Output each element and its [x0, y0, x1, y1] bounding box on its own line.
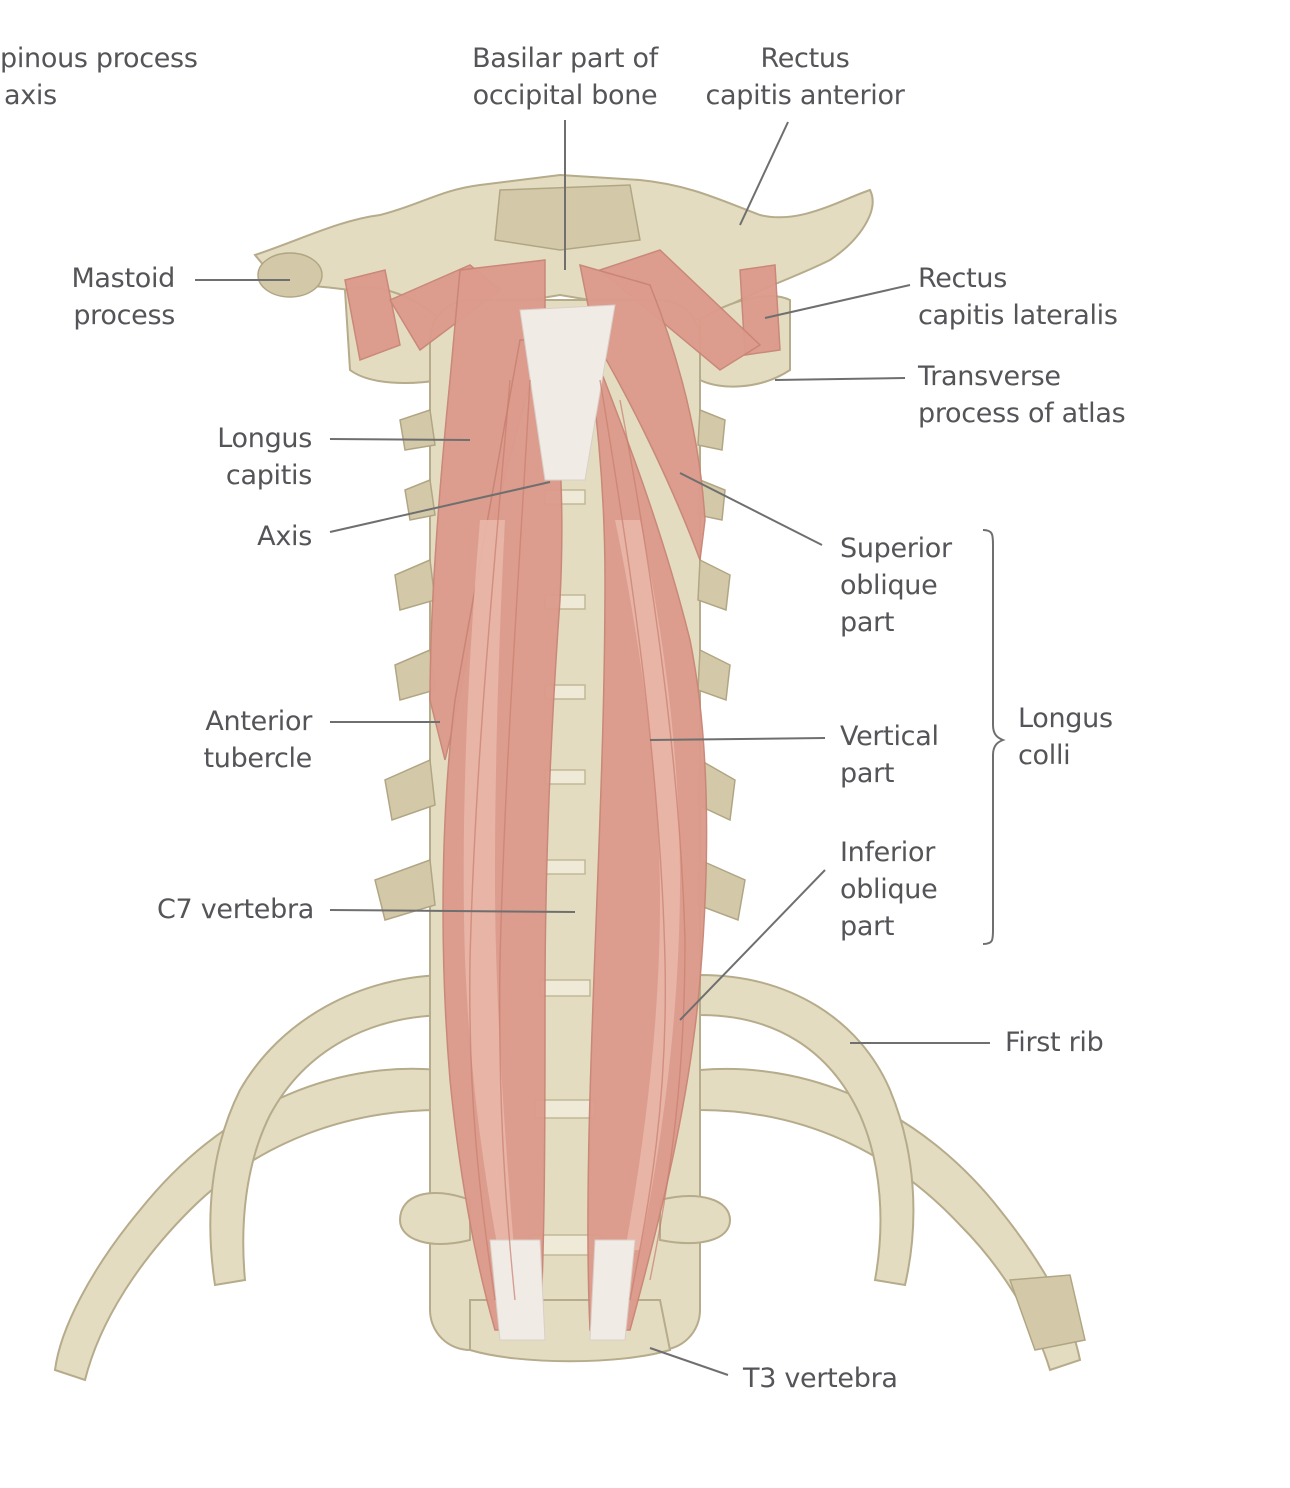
leader-superior-oblique	[679, 472, 823, 546]
tp-l5	[384, 758, 436, 821]
longus-capitis-right	[579, 263, 706, 561]
label-line: process	[73, 300, 175, 331]
label-line: Anterior	[205, 706, 312, 737]
label-longus-colli: Longus colli	[1018, 700, 1113, 774]
longus-colli-right	[584, 329, 708, 1331]
tp-r4	[697, 648, 731, 702]
label-line: capitis	[225, 460, 312, 491]
leader-inferior-oblique	[679, 869, 826, 1021]
highlight-left	[463, 520, 515, 1260]
right-rib-end	[1008, 1274, 1086, 1351]
label-longus-capitis: Longus capitis	[180, 420, 312, 494]
label-basilar-part: Basilar part of occipital bone	[462, 40, 668, 114]
label-rectus-capitis-lateralis: Rectus capitis lateralis	[918, 260, 1118, 334]
label-line: First rib	[1005, 1027, 1104, 1058]
label-line: Vertical	[840, 721, 939, 752]
t2-transverse-right	[659, 1195, 732, 1244]
label-line: Longus	[1018, 703, 1113, 734]
rectus-capitis-anterior-right	[598, 249, 762, 371]
label-line: part	[840, 758, 895, 789]
label-t3-vertebra: T3 vertebra	[743, 1360, 898, 1397]
label-line: T3 vertebra	[743, 1363, 898, 1394]
label-line: part	[840, 607, 895, 638]
disc-6	[539, 979, 591, 997]
leader-t3	[649, 1347, 729, 1376]
label-c7-vertebra: C7 vertebra	[110, 891, 314, 928]
tendon-lower-right	[589, 1239, 636, 1341]
t2-transverse-left	[398, 1191, 471, 1245]
leader-rectus-anterior	[739, 121, 789, 226]
label-line: occipital bone	[472, 80, 658, 111]
ribs	[53, 973, 1086, 1382]
label-line: Rectus	[760, 43, 850, 74]
label-line: tubercle	[203, 743, 312, 774]
leader-c7	[329, 909, 576, 913]
label-spinous-process-axis: pinous process axis	[0, 40, 198, 114]
label-first-rib: First rib	[1005, 1024, 1104, 1061]
label-transverse-process-atlas: Transverse process of atlas	[918, 358, 1126, 432]
label-line: part	[840, 911, 895, 942]
tp-r1	[697, 408, 726, 451]
leader-transverse-atlas	[774, 377, 906, 381]
label-line: Longus	[217, 423, 312, 454]
tp-l1	[399, 409, 436, 451]
label-line: C7 vertebra	[157, 894, 314, 925]
label-line: colli	[1018, 740, 1071, 771]
label-anterior-tubercle: Anterior tubercle	[160, 703, 312, 777]
basilar-part-shape	[494, 184, 641, 251]
fiber-3	[599, 379, 667, 1301]
label-line: Transverse	[918, 361, 1061, 392]
label-inferior-oblique-part: Inferior oblique part	[840, 834, 938, 945]
label-line: Rectus	[918, 263, 1007, 294]
label-line: Superior	[840, 533, 952, 564]
label-rectus-capitis-anterior: Rectus capitis anterior	[700, 40, 910, 114]
tp-l6	[374, 858, 436, 921]
rectus-capitis-lateralis-left	[344, 269, 401, 362]
leader-axis	[329, 481, 551, 533]
disc-4	[544, 769, 586, 785]
label-vertical-part: Vertical part	[840, 718, 939, 792]
right-first-rib	[699, 973, 915, 1287]
label-line: Inferior	[840, 837, 936, 868]
label-line: oblique	[840, 874, 938, 905]
mastoid-left	[257, 252, 323, 298]
label-mastoid-process: Mastoid process	[40, 260, 175, 334]
leader-rectus-lateralis	[764, 284, 911, 319]
rectus-capitis-lateralis-right	[739, 264, 781, 356]
label-line: pinous process	[0, 43, 198, 74]
left-first-rib	[209, 973, 451, 1287]
label-axis: Axis	[200, 518, 312, 555]
tendon-lower-left	[489, 1239, 546, 1341]
leader-longus-capitis	[329, 438, 471, 441]
fiber-4	[619, 399, 686, 1281]
label-line: axis	[4, 80, 57, 111]
label-line: Axis	[257, 521, 312, 552]
label-line: Basilar part of	[472, 43, 658, 74]
disc-5	[544, 859, 586, 875]
longus-colli-brace	[982, 529, 1006, 945]
tendon-upper	[519, 304, 616, 481]
label-line: capitis lateralis	[918, 300, 1118, 331]
leader-lines	[195, 120, 1006, 1376]
label-line: oblique	[840, 570, 938, 601]
highlight-right	[615, 520, 680, 1250]
label-superior-oblique-part: Superior oblique part	[840, 530, 952, 641]
label-line: Mastoid	[71, 263, 175, 294]
tp-r3	[697, 558, 731, 612]
label-line: capitis anterior	[705, 80, 905, 111]
leader-vertical-part	[649, 737, 826, 741]
label-line: process of atlas	[918, 398, 1126, 429]
